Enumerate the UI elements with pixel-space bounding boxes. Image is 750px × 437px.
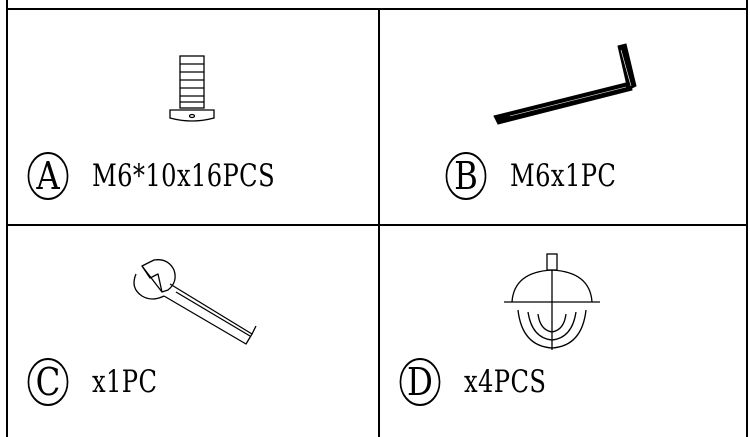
part-quantity-d: x4PCS bbox=[464, 364, 547, 400]
wrench-icon bbox=[133, 259, 257, 345]
part-cell-a: A M6*10x16PCS bbox=[8, 10, 378, 224]
allen-key-icon bbox=[493, 43, 637, 125]
top-divider bbox=[6, 8, 748, 10]
part-label-d: D x4PCS bbox=[396, 358, 570, 406]
part-letter-b: B bbox=[445, 152, 487, 200]
right-border bbox=[746, 0, 748, 437]
part-quantity-c: x1PC bbox=[92, 364, 158, 400]
part-label-b: B M6x1PC bbox=[442, 152, 646, 200]
center-divider bbox=[378, 8, 380, 437]
part-label-c: C x1PC bbox=[24, 358, 176, 406]
part-letter-d: D bbox=[399, 358, 441, 406]
part-quantity-b: M6x1PC bbox=[510, 158, 617, 194]
part-cell-b: B M6x1PC bbox=[380, 10, 746, 224]
left-border bbox=[6, 0, 8, 437]
part-cell-d: D x4PCS bbox=[380, 226, 746, 437]
screw-icon bbox=[169, 55, 215, 122]
leveling-foot-icon bbox=[504, 253, 600, 350]
part-letter-c: C bbox=[27, 358, 69, 406]
part-cell-c: C x1PC bbox=[8, 226, 378, 437]
part-quantity-a: M6*10x16PCS bbox=[92, 158, 276, 194]
part-letter-a: A bbox=[27, 152, 69, 200]
part-label-a: A M6*10x16PCS bbox=[24, 152, 327, 200]
middle-divider bbox=[6, 224, 748, 226]
